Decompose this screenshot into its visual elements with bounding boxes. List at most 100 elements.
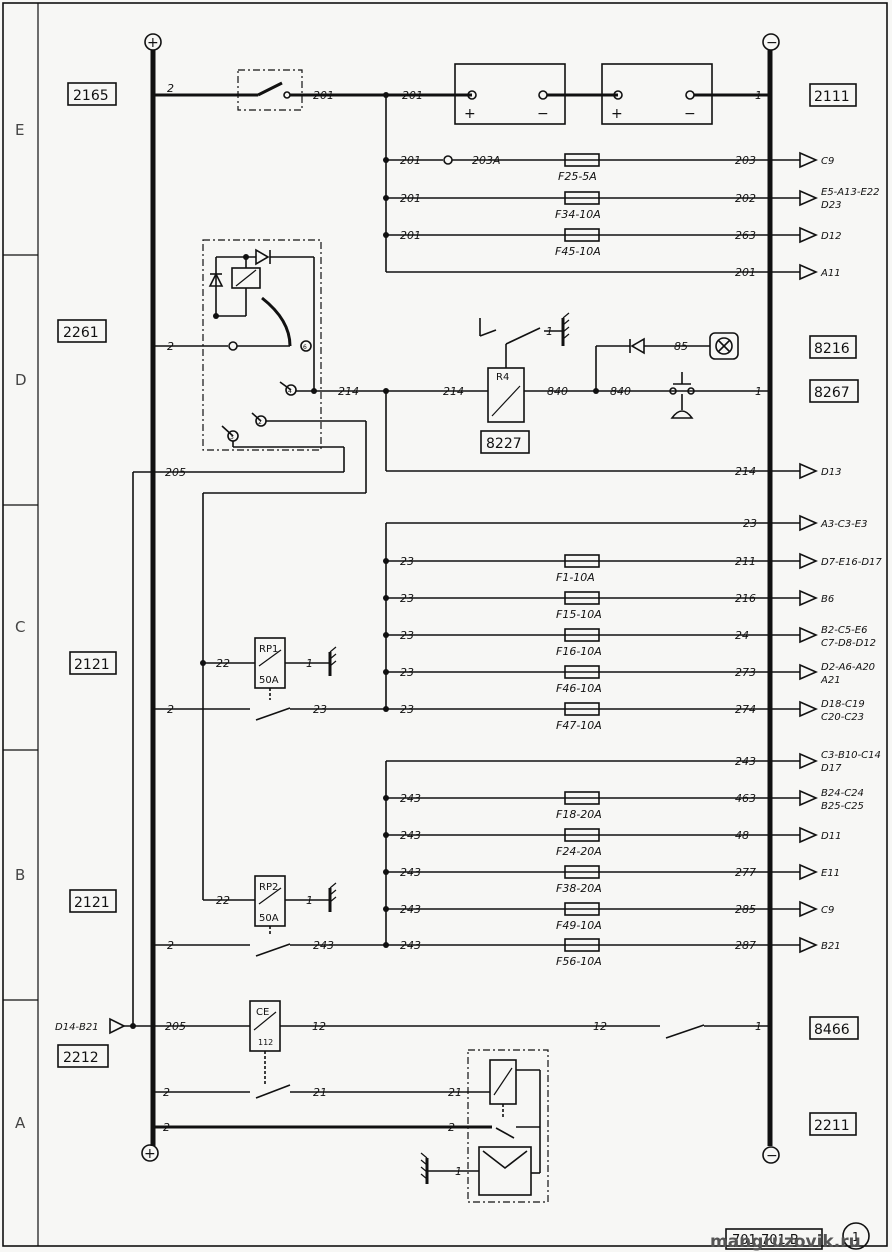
svg-text:214: 214 bbox=[443, 385, 464, 398]
destination-arrow bbox=[799, 552, 818, 570]
feed-row-3: 201 F45-10A 263 D12 bbox=[383, 226, 841, 258]
svg-text:23: 23 bbox=[313, 703, 327, 716]
svg-text:1: 1 bbox=[755, 385, 762, 398]
destination-label: B6 bbox=[821, 594, 834, 605]
svg-text:840: 840 bbox=[610, 385, 631, 398]
svg-text:RP1: RP1 bbox=[259, 644, 278, 655]
svg-text:3: 3 bbox=[230, 434, 234, 441]
ref-box-2121-c: 2121 bbox=[69, 651, 117, 675]
rp1-contact bbox=[255, 707, 291, 721]
ref-box-2212: 2212 bbox=[57, 1044, 109, 1068]
svg-text:214: 214 bbox=[735, 465, 756, 478]
svg-text:201: 201 bbox=[402, 89, 423, 102]
svg-text:6: 6 bbox=[303, 344, 307, 351]
svg-text:85: 85 bbox=[674, 340, 688, 353]
svg-text:D12: D12 bbox=[821, 231, 841, 242]
destination-label: D7-E16-D17 bbox=[821, 557, 882, 568]
svg-text:C3-B10-C14: C3-B10-C14 bbox=[821, 750, 881, 761]
destination-label: E11 bbox=[821, 868, 840, 879]
zone-b-circuits: 243 C3-B10-C14 D17 bbox=[385, 750, 881, 945]
ref-box-2165: 2165 bbox=[67, 82, 117, 106]
ref-box-8216: 8216 bbox=[809, 335, 857, 359]
starter-circuit: 2 21 21 2 2 1 bbox=[153, 1049, 549, 1203]
svg-text:1: 1 bbox=[852, 1230, 860, 1244]
fuse bbox=[564, 865, 600, 879]
svg-text:A3-C3-E3: A3-C3-E3 bbox=[820, 519, 867, 530]
fuse bbox=[564, 791, 600, 805]
svg-text:D13: D13 bbox=[821, 467, 841, 478]
fuse-label: F24-20A bbox=[556, 845, 602, 858]
svg-text:8216: 8216 bbox=[814, 341, 850, 357]
svg-text:1: 1 bbox=[306, 894, 313, 907]
destination-label: B24-C24 bbox=[821, 788, 864, 799]
ignition-switch-block: 2 6 4 214 2 3 bbox=[153, 239, 386, 900]
ce-contact bbox=[255, 1084, 291, 1099]
positive-terminal-top: + bbox=[144, 33, 162, 51]
wire-out-label: 463 bbox=[735, 792, 756, 805]
wire-in-label: 243 bbox=[400, 792, 421, 805]
destination-label-2: B25-C25 bbox=[821, 801, 864, 812]
svg-text:F45-10A: F45-10A bbox=[555, 245, 601, 258]
svg-text:1: 1 bbox=[755, 89, 762, 102]
svg-text:23: 23 bbox=[743, 517, 757, 530]
svg-text:50A: 50A bbox=[259, 675, 279, 686]
pressure-switch bbox=[669, 372, 695, 419]
wire-out-label: 274 bbox=[735, 703, 756, 716]
svg-text:1: 1 bbox=[455, 1165, 462, 1178]
fuse-label: F49-10A bbox=[556, 919, 602, 932]
ref-box-2111: 2111 bbox=[809, 83, 857, 107]
destination-arrow bbox=[799, 589, 818, 607]
svg-text:840: 840 bbox=[547, 385, 568, 398]
positive-terminal-bottom: + bbox=[141, 1144, 159, 1162]
fuse-label: F1-10A bbox=[556, 571, 595, 584]
destination-arrow bbox=[799, 663, 818, 681]
zone-label-d: D bbox=[15, 371, 27, 389]
svg-text:CE: CE bbox=[256, 1007, 269, 1018]
svg-text:+: + bbox=[611, 106, 623, 122]
fuse-label: F56-10A bbox=[556, 955, 602, 968]
fuse bbox=[564, 628, 600, 642]
svg-text:+: + bbox=[147, 35, 159, 51]
destination-label: B21 bbox=[821, 941, 841, 952]
svg-text:D14-B21: D14-B21 bbox=[55, 1022, 99, 1033]
relay-r4-circuit: 214 214 D13 R4 1 840 840 85 bbox=[383, 312, 841, 480]
svg-text:2: 2 bbox=[167, 703, 174, 716]
fuse-label: F18-20A bbox=[556, 808, 602, 821]
fuse bbox=[564, 938, 600, 952]
svg-text:1: 1 bbox=[755, 1020, 762, 1033]
wire-in-label: 23 bbox=[400, 703, 414, 716]
zone-label-e: E bbox=[15, 121, 24, 139]
svg-text:701 701 B: 701 701 B bbox=[732, 1233, 799, 1248]
wire-in-label: 23 bbox=[400, 666, 414, 679]
destination-label-2: C7-D8-D12 bbox=[821, 638, 876, 649]
battery-circuit: 2 201 201 + − + − 1 bbox=[153, 63, 770, 272]
fuse bbox=[564, 828, 600, 842]
svg-text:R4: R4 bbox=[496, 372, 509, 383]
ref-box-8267: 8267 bbox=[809, 379, 859, 403]
destination-label: D2-A6-A20 bbox=[821, 662, 875, 673]
destination-arrow bbox=[799, 626, 818, 644]
svg-text:8466: 8466 bbox=[814, 1022, 850, 1038]
svg-text:205: 205 bbox=[165, 466, 186, 479]
feed-row-2: 201 F34-10A 202 E5-A13-E22 D23 bbox=[383, 187, 880, 221]
ref-box-8466: 8466 bbox=[809, 1016, 859, 1040]
ref-box-2121-b: 2121 bbox=[69, 889, 117, 913]
destination-arrow bbox=[799, 900, 818, 918]
svg-text:E5-A13-E22: E5-A13-E22 bbox=[821, 187, 880, 198]
fuse bbox=[564, 902, 600, 916]
svg-text:214: 214 bbox=[338, 385, 359, 398]
svg-text:2: 2 bbox=[167, 939, 174, 952]
svg-text:205: 205 bbox=[165, 1020, 186, 1033]
svg-text:112: 112 bbox=[258, 1038, 273, 1047]
wire-in-label: 243 bbox=[400, 903, 421, 916]
svg-text:8267: 8267 bbox=[814, 385, 850, 401]
svg-text:2: 2 bbox=[258, 419, 262, 426]
destination-label: C9 bbox=[821, 905, 834, 916]
svg-text:2121: 2121 bbox=[74, 657, 110, 673]
